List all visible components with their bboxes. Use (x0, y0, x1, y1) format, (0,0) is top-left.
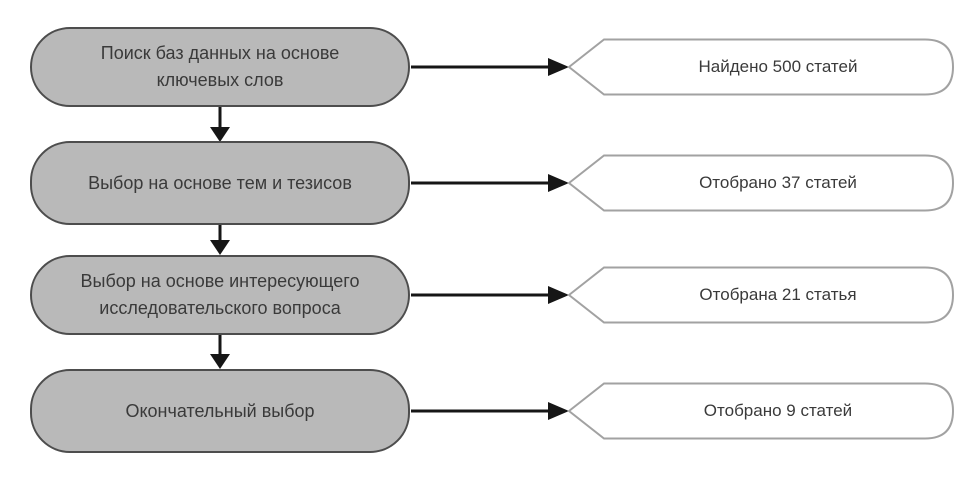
result-4-shape: Отобрано 9 статей (567, 382, 957, 440)
arrowhead-down-icon (210, 354, 230, 369)
process-step-2-box: Выбор на основе тем и тезисов (30, 141, 410, 225)
arrow-step1-to-step2 (210, 107, 230, 142)
arrow-step2-to-step3 (210, 225, 230, 255)
arrowhead-right-icon (548, 402, 569, 420)
arrowhead-right-icon (548, 174, 569, 192)
pennant-shape-icon (567, 38, 955, 96)
arrow-step3-to-result3 (411, 286, 569, 304)
pennant-shape-icon (567, 266, 955, 324)
arrowhead-down-icon (210, 127, 230, 142)
pennant-shape-icon (567, 154, 955, 212)
result-2-shape: Отобрано 37 статей (567, 154, 957, 212)
process-step-4-box: Окончательный выбор (30, 369, 410, 453)
arrowhead-right-icon (548, 58, 569, 76)
result-2-label: Отобрано 37 статей (699, 173, 857, 192)
arrowhead-down-icon (210, 240, 230, 255)
result-4-label: Отобрано 9 статей (703, 401, 853, 420)
process-step-1-label: Поиск баз данных на основе ключевых слов (100, 43, 340, 90)
result-3-shape: Отобрана 21 статья (567, 266, 957, 324)
pennant-shape-icon (567, 382, 955, 440)
process-step-3-label: Выбор на основе интересующего исследоват… (80, 271, 360, 318)
result-3-label: Отобрана 21 статья (699, 285, 857, 304)
arrow-step3-to-step4 (210, 335, 230, 369)
process-step-1-box: Поиск баз данных на основе ключевых слов (30, 27, 410, 107)
arrow-step2-to-result2 (411, 174, 569, 192)
arrow-step1-to-result1 (411, 58, 569, 76)
result-1-label: Найдено 500 статей (698, 57, 858, 76)
arrowhead-right-icon (548, 286, 569, 304)
result-1-shape: Найдено 500 статей (567, 38, 957, 96)
process-step-2-label: Выбор на основе тем и тезисов (88, 172, 352, 193)
arrow-step4-to-result4 (411, 402, 569, 420)
process-step-4-label: Окончательный выбор (125, 400, 315, 421)
process-step-3-box: Выбор на основе интересующего исследоват… (30, 255, 410, 335)
